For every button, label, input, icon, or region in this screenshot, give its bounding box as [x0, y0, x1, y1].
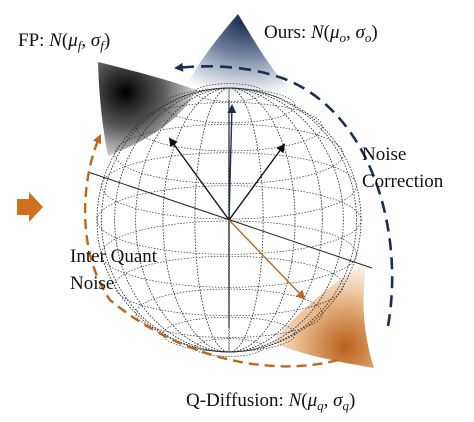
fp-distribution-blob: [98, 62, 196, 156]
qd-distribution-blob: [272, 262, 374, 368]
ours-vector-arrow: [227, 104, 237, 221]
sphere-outline: [96, 87, 362, 353]
noise-correction-label-line1: Noise: [362, 144, 406, 165]
noise-correction-label-line2: Correction: [362, 171, 444, 192]
qd-vector-arrow: [228, 219, 306, 300]
ours-label: Ours: N(μo, σo): [264, 22, 378, 45]
sphere-meridian-line: [114, 87, 344, 353]
sphere-meridian-line: [101, 87, 357, 353]
third-vector-arrow: [228, 143, 286, 221]
inter-quant-label-line1: Inter Quant: [70, 246, 158, 267]
inter-quant-label-line2: Noise: [70, 273, 114, 294]
fp-label: FP: N(μf, σf): [18, 30, 110, 53]
noise-correction-arrow: [174, 62, 394, 327]
inter-quant-noise-arrow: [83, 134, 339, 368]
diagonal-axis: [87, 171, 373, 269]
side-arrow-icon: [17, 192, 43, 222]
ours-distribution-blob: [186, 14, 296, 98]
qd-label: Q-Diffusion: N(μq, σq): [186, 390, 355, 413]
fp-vector-arrow: [168, 137, 230, 221]
